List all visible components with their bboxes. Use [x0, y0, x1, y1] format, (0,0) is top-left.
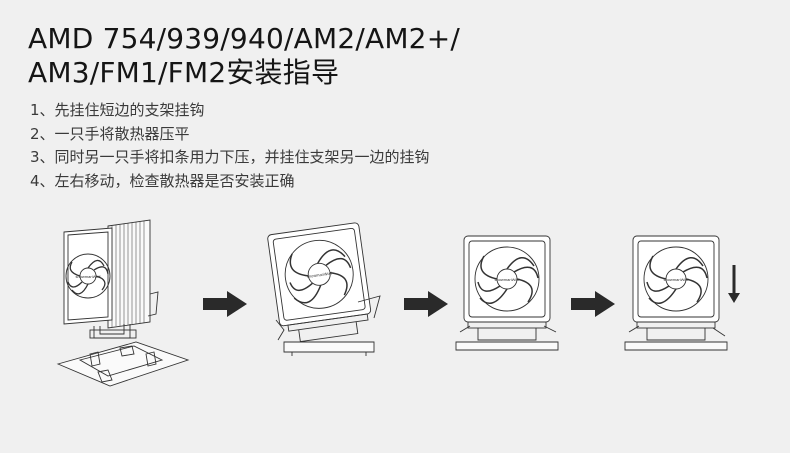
step-1: 1、先挂住短边的支架挂钩 — [30, 101, 205, 119]
down-arrow-icon — [727, 265, 741, 303]
brand-label: snowmanWolf — [494, 277, 520, 282]
cooler-exploded-illustration: snowmanWolf — [50, 214, 190, 394]
step-2: 2、一只手将散热器压平 — [30, 124, 190, 143]
brand-label: snowmanWolf — [75, 274, 101, 279]
cooler-tilted-illustration: snowmanWolf — [262, 220, 392, 360]
right-arrow-icon — [404, 291, 448, 317]
right-arrow-icon — [203, 291, 247, 317]
step-3: 3、同时另一只手将扣条用力下压，并挂住支架另一边的挂钩 — [30, 148, 430, 166]
page-title: AMD 754/939/940/AM2/AM2+/ AM3/FM1/FM2安装指… — [28, 22, 460, 90]
title-line-2: AM3/FM1/FM2安装指导 — [28, 56, 340, 89]
title-line-1: AMD 754/939/940/AM2/AM2+/ — [28, 22, 460, 55]
instruction-steps: 1、先挂住短边的支架挂钩 2、一只手将散热器压平 3、同时另一只手将扣条用力下压… — [30, 99, 430, 193]
step-4: 4、左右移动，检查散热器是否安装正确 — [30, 171, 295, 190]
brand-label: snowmanWolf — [663, 277, 689, 282]
cooler-clip-pressed-illustration: snowmanWolf — [621, 228, 731, 356]
right-arrow-icon — [571, 291, 615, 317]
cooler-flat-illustration: snowmanWolf — [452, 228, 562, 356]
brand-label: snowmanWolf — [307, 270, 333, 279]
